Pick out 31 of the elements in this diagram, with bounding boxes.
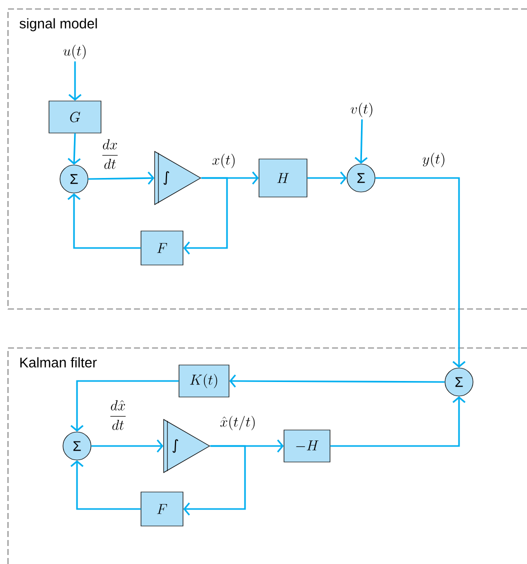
arrow (229, 374, 445, 388)
arrow (91, 440, 164, 453)
arrow (68, 133, 81, 165)
arrow (307, 171, 347, 185)
signal-label: $v(t)$ (350, 102, 372, 118)
arrow (88, 172, 154, 185)
summing-junction: Σ (60, 164, 88, 194)
edge-label: $x(t)$ (210, 152, 238, 170)
arrow (330, 396, 466, 447)
arrow (67, 193, 141, 249)
block-box: $G$ (48, 100, 102, 134)
summing-junction: Σ (444, 368, 474, 396)
edge-label: $\hat{x}(t/t)$ (218, 414, 258, 432)
edge-label: $\frac{dx}{dt}$ (100, 138, 120, 170)
arrow (70, 380, 179, 432)
block-box: $F$ (140, 230, 184, 266)
block-box: $K(t)$ (178, 364, 230, 398)
signal-label: $u(t)$ (63, 44, 86, 60)
arrow (183, 177, 228, 255)
arrow (354, 119, 368, 164)
block-box: $H$ (258, 158, 308, 198)
edge-label: $y(t)$ (421, 152, 447, 168)
arrow (375, 177, 466, 368)
summing-junction: Σ (62, 432, 92, 460)
block-box: $-H$ (284, 430, 330, 462)
block-box: $F$ (140, 492, 184, 526)
edge-label: $\frac{d\hat{x}}{dt}$ (108, 399, 128, 431)
arrow (70, 460, 141, 510)
arrow (68, 61, 82, 101)
summing-junction: Σ (346, 164, 376, 192)
arrow (183, 445, 246, 516)
